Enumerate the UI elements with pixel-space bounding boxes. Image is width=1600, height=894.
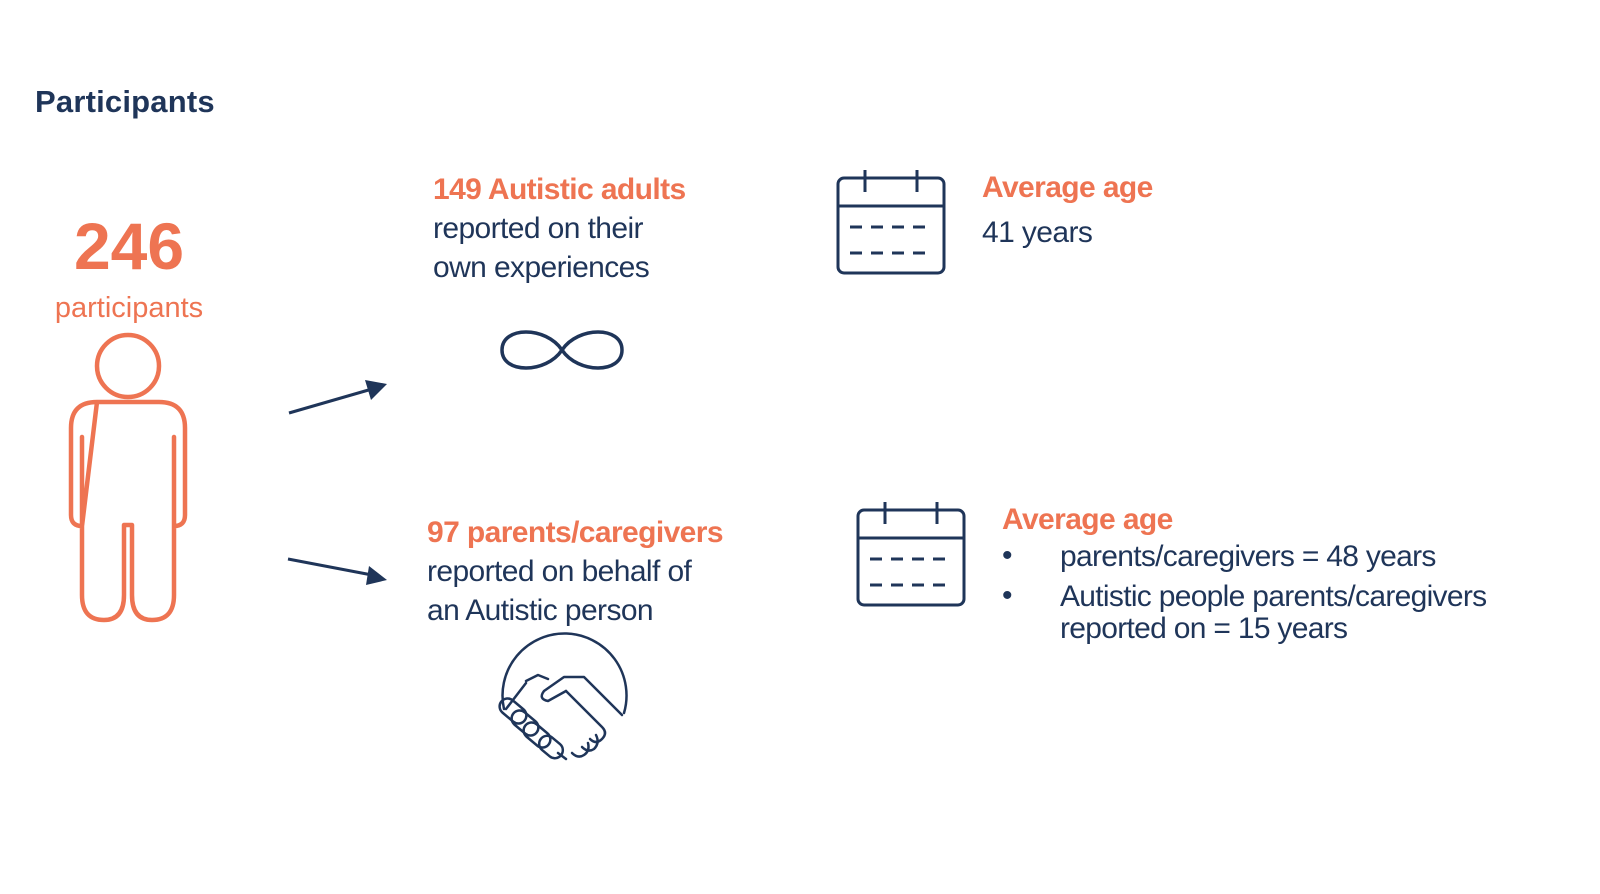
age-bullet-line: parents/caregivers = 48 years (1060, 540, 1436, 573)
group-parents-caregivers: 97 parents/caregivers reported on behalf… (427, 513, 724, 630)
arrow-to-autistic-adults (288, 380, 387, 415)
arrow-to-parents-caregivers (287, 557, 387, 585)
group-1-age-heading: Average age (982, 171, 1153, 204)
handshake-icon (498, 632, 628, 761)
total-participants-label: participants (54, 292, 204, 324)
list-item: • parents/caregivers = 48 years (1002, 539, 1592, 573)
person-icon (68, 332, 188, 623)
bullet-icon: • (1002, 579, 1012, 612)
group-2-line-1: reported on behalf of (427, 555, 692, 588)
calendar-icon (856, 502, 966, 607)
calendar-icon (836, 170, 946, 275)
bullet-icon: • (1002, 539, 1012, 572)
group-1-age-value: 41 years (982, 216, 1093, 249)
group-1-highlight: 149 Autistic adults (433, 173, 686, 206)
page-title: Participants (35, 84, 215, 119)
group-1-line-2: own experiences (433, 251, 650, 284)
total-participants-number: 246 (73, 209, 185, 283)
age-bullet-line: Autistic people parents/caregivers (1060, 580, 1487, 613)
group-2-age-list: • parents/caregivers = 48 years • Autist… (1002, 539, 1592, 653)
group-1-line-1: reported on their (433, 212, 644, 245)
group-2-highlight: 97 parents/caregivers (427, 516, 724, 549)
list-item: • Autistic people parents/caregivers rep… (1002, 579, 1592, 645)
group-2-age-heading: Average age (1002, 503, 1173, 536)
infinity-icon (500, 330, 624, 370)
group-2-line-2: an Autistic person (427, 594, 654, 627)
age-bullet-line: reported on = 15 years (1060, 612, 1348, 645)
group-autistic-adults: 149 Autistic adults reported on their ow… (433, 170, 686, 287)
